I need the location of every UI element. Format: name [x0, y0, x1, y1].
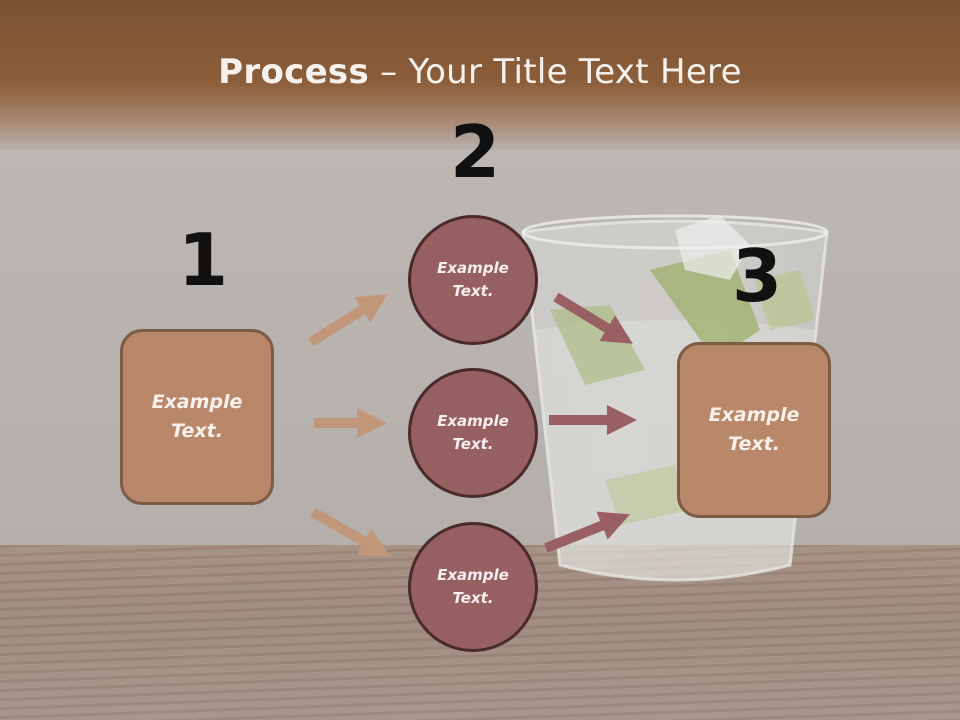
right-box-label: Example Text. — [708, 404, 800, 455]
circle-bottom-label: Example Text. — [437, 566, 509, 607]
circle-middle[interactable]: Example Text. — [408, 368, 538, 498]
circle-bottom[interactable]: Example Text. — [408, 522, 538, 652]
arrow-right-up — [544, 511, 630, 553]
circle-top-label: Example Text. — [437, 259, 509, 300]
arrow-left-up — [308, 294, 388, 347]
arrow-left-down — [310, 507, 390, 557]
left-box-label: Example Text. — [151, 391, 243, 442]
circle-top[interactable]: Example Text. — [408, 215, 538, 345]
slide-title: Process – Your Title Text Here — [0, 52, 960, 92]
step-number-3: 3 — [732, 234, 783, 318]
circle-middle-label: Example Text. — [437, 412, 509, 453]
right-text-box[interactable]: Example Text. — [677, 342, 831, 518]
step-number-1: 1 — [178, 218, 229, 302]
step-number-2: 2 — [450, 110, 501, 194]
title-bold: Process — [218, 52, 370, 92]
left-text-box[interactable]: Example Text. — [120, 329, 274, 505]
title-rest: – Your Title Text Here — [369, 52, 742, 92]
header-band — [0, 0, 960, 150]
arrow-right-down — [553, 292, 633, 344]
